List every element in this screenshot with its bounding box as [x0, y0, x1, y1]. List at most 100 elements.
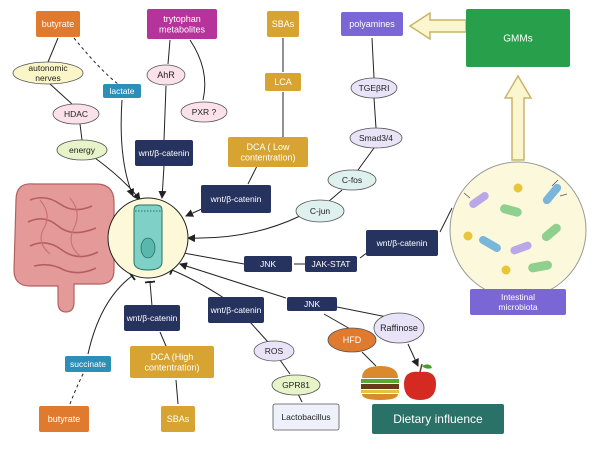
- node-wnt-dca-high: wnt/β-catenin: [124, 305, 180, 331]
- node-polyamines-label: polyamines: [349, 19, 395, 29]
- intestine-icon: [13, 183, 115, 313]
- node-gmms-shape: [466, 9, 570, 67]
- node-lca-label: LCA: [274, 77, 292, 87]
- node-pxr-shape: [180, 101, 228, 123]
- epithelial-cell-icon: [133, 204, 163, 271]
- node-cjun-shape: [295, 199, 345, 223]
- node-wnt-trp-shape: [135, 140, 193, 166]
- node-hdac: HDAC: [52, 103, 100, 125]
- node-gpr81-label: GPR81: [282, 380, 310, 390]
- edge-smad-cfos: [357, 147, 375, 171]
- edge-hfd-jnk: [323, 313, 353, 331]
- edge-butyrate-lactate-dotted: [73, 37, 119, 85]
- node-hdac-label: HDAC: [64, 109, 88, 119]
- node-butyrate-bottom-label: butyrate: [48, 414, 81, 424]
- edge-cfos-cjun: [327, 189, 343, 203]
- node-ros: ROS: [253, 340, 295, 362]
- edge-microbiota-wnt: [439, 207, 453, 233]
- node-hdac-shape: [52, 103, 100, 125]
- node-cfos: C-fos: [327, 169, 377, 191]
- node-smad-shape: [349, 127, 403, 149]
- node-wnt-dca-low-label: wnt/β-catenin: [210, 194, 262, 204]
- node-sbas-bottom-label: SBAs: [167, 414, 190, 424]
- node-smad: Smad3/4: [349, 127, 403, 149]
- node-ahr: AhR: [146, 64, 186, 86]
- edge-hdac-energy: [79, 123, 83, 141]
- edge-succinate-cell: [87, 271, 136, 355]
- node-jak-stat: JAK-STAT: [305, 256, 357, 272]
- edge-raffinose-jnk: [331, 305, 393, 319]
- node-jnk-left-shape: [244, 256, 292, 272]
- edge-wnt-ros-cell: [169, 265, 225, 299]
- node-succinate-label: succinate: [70, 359, 106, 369]
- node-jak-stat-label: JAK-STAT: [312, 259, 351, 269]
- node-jak-stat-shape: [305, 256, 357, 272]
- node-gmms-label: GMMs: [503, 34, 532, 45]
- edge-lactate-cell: [120, 99, 135, 197]
- node-ahr-shape: [146, 64, 186, 86]
- edge-tgebri-smad: [373, 97, 377, 129]
- node-hfd-shape: [327, 327, 377, 353]
- node-sbas-bottom: SBAs: [161, 406, 195, 432]
- edge-jnk-cell: [177, 249, 245, 265]
- edge-trp-pxr: [189, 39, 206, 101]
- node-wnt-microbiota: wnt/β-catenin: [366, 230, 438, 256]
- node-ros-shape: [253, 340, 295, 362]
- node-energy: energy: [56, 139, 108, 161]
- edge-sbas-dca-high: [175, 379, 179, 405]
- node-raffinose-label: Raffinose: [380, 323, 418, 333]
- node-wnt-trp: wnt/β-catenin: [135, 140, 193, 166]
- node-dca-high-shape: [130, 346, 214, 378]
- node-succinate-shape: [65, 356, 111, 372]
- node-butyrate-top-label: butyrate: [42, 19, 75, 29]
- node-jnk-hfd: JNK: [287, 297, 337, 311]
- node-wnt-ros: wnt/β-catenin: [208, 297, 264, 323]
- edge-hfd-burger: [361, 351, 377, 367]
- connectors: [47, 37, 453, 405]
- edge-wnt-dca-high-cell: [144, 280, 156, 307]
- node-lca: LCA: [265, 73, 301, 91]
- edge-wnt-trp-cell: [158, 165, 167, 199]
- node-wnt-microbiota-label: wnt/β-catenin: [376, 238, 428, 248]
- node-tgebri-label: TGEβRI: [359, 83, 390, 93]
- node-butyrate-bottom: butyrate: [39, 406, 89, 432]
- node-tryptophan-shape: [147, 9, 217, 39]
- node-tgebri: TGEβRI: [350, 77, 398, 99]
- node-lactobacillus-shape: [272, 403, 340, 431]
- node-raffinose-shape: [373, 312, 425, 344]
- node-lactobacillus: Lactobacillus: [272, 403, 340, 431]
- node-dietary-influence-label: Dietary influence: [393, 412, 483, 426]
- node-wnt-microbiota-shape: [366, 230, 438, 256]
- node-energy-label: energy: [69, 145, 96, 155]
- node-dca-low-shape: [228, 137, 308, 167]
- node-pxr-label: PXR ?: [192, 107, 217, 117]
- edge-butyrate-autonomic: [47, 37, 59, 63]
- node-sbas-top-shape: [267, 11, 299, 37]
- edge-ahr-wnt: [163, 85, 167, 141]
- node-lactate: lactate: [103, 84, 141, 98]
- edge-gpr81-ros: [279, 359, 291, 375]
- node-jnk-hfd-shape: [287, 297, 337, 311]
- node-polyamines: polyamines: [341, 12, 403, 36]
- node-butyrate-bottom-shape: [39, 406, 89, 432]
- node-gmms: GMMs: [466, 9, 570, 67]
- node-butyrate-top-shape: [36, 11, 80, 37]
- node-pxr: PXR ?: [180, 101, 228, 123]
- node-energy-shape: [56, 139, 108, 161]
- node-dietary-influence-shape: [372, 404, 504, 434]
- node-wnt-ros-label: wnt/β-catenin: [210, 305, 262, 315]
- burger-icon: [361, 366, 399, 400]
- node-polyamines-shape: [341, 12, 403, 36]
- node-cfos-shape: [327, 169, 377, 191]
- node-dietary-influence: Dietary influence: [372, 404, 504, 434]
- edge-butyrate-succinate-dotted: [69, 371, 85, 405]
- node-butyrate-top: butyrate: [36, 11, 80, 37]
